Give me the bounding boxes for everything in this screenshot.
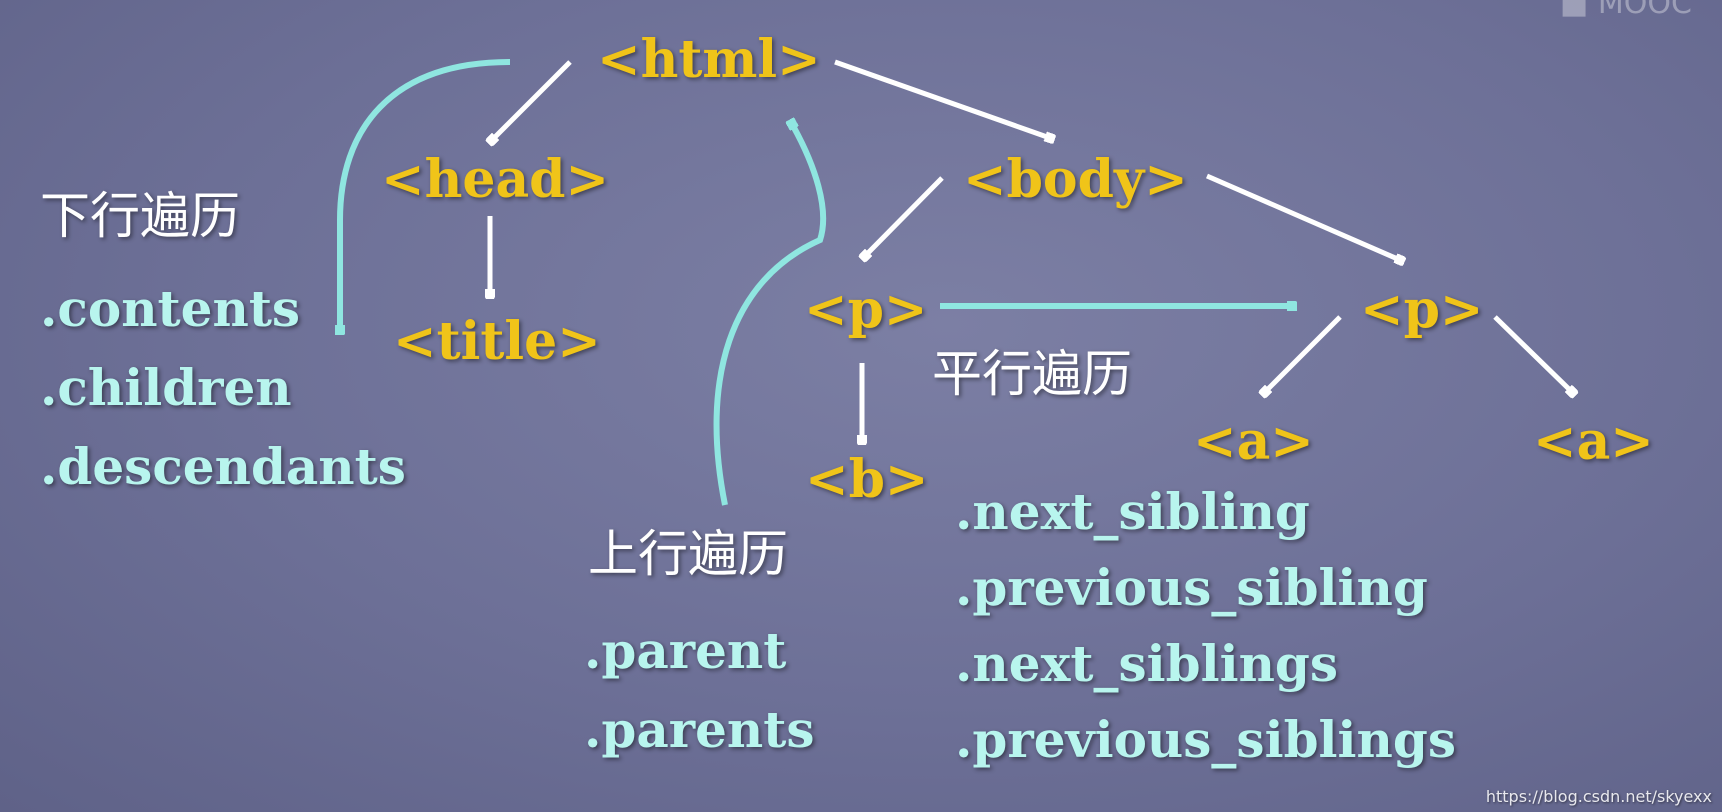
node-p-left: <p> [804, 279, 928, 340]
prop-next-siblings: .next_siblings [955, 634, 1339, 693]
node-html: <html> [597, 29, 821, 90]
node-body: <body> [963, 149, 1188, 210]
node-p-right: <p> [1360, 279, 1484, 340]
mooc-logo: ■ MOOC [1560, 0, 1692, 21]
prop-parents: .parents [584, 700, 815, 759]
prop-children: .children [40, 358, 292, 417]
downward-traversal-arrow [340, 59, 511, 330]
node-title: <title> [393, 311, 601, 372]
prop-previous-siblings: .previous_siblings [955, 710, 1456, 769]
arrow-html-body [834, 59, 1050, 138]
arrow-p2-a1 [1265, 315, 1342, 392]
downward-traversal-heading: 下行遍历 [40, 187, 240, 245]
watermark: https://blog.csdn.net/skyexx [1485, 787, 1712, 806]
node-a-right: <a> [1533, 411, 1654, 472]
upward-traversal-heading: 上行遍历 [588, 525, 788, 583]
node-head: <head> [381, 149, 610, 210]
arrow-body-p2 [1206, 173, 1400, 260]
prop-parent: .parent [584, 621, 787, 680]
arrow-p2-a2 [1493, 315, 1572, 392]
arrow-body-p1 [865, 176, 944, 256]
arrow-html-head [492, 60, 572, 140]
node-b: <b> [805, 449, 929, 510]
prop-descendants: .descendants [40, 437, 406, 496]
prop-contents: .contents [40, 279, 301, 338]
node-a-left: <a> [1193, 411, 1314, 472]
upward-traversal-arrow [713, 124, 827, 506]
prop-next-sibling: .next_sibling [955, 482, 1310, 541]
sibling-traversal-heading: 平行遍历 [932, 345, 1132, 403]
prop-previous-sibling: .previous_sibling [955, 558, 1428, 617]
